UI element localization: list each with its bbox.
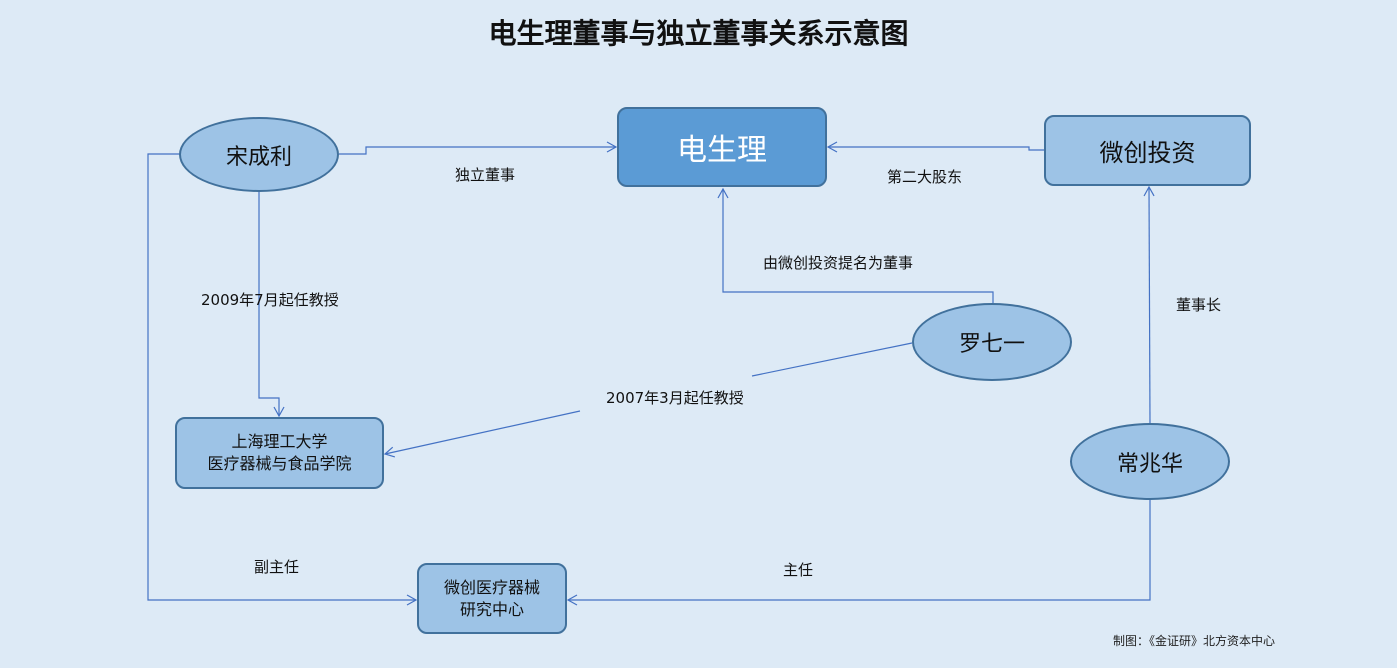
node-weichuang-investment: 微创投资 [1044,115,1251,186]
node-dianshengli: 电生理 [617,107,827,187]
node-research-center: 微创医疗器械 研究中心 [417,563,567,634]
edge-luo-to-shanghai [751,342,913,377]
node-song-chengli: 宋成利 [179,117,339,192]
edge-label-director: 主任 [783,561,814,579]
node-luo-qiyi-label: 罗七一 [958,332,1025,357]
edge-luo-to-shanghai-lower [383,410,581,458]
node-weichuang-investment-label: 微创投资 [1099,139,1196,167]
node-chang-zhaohua: 常兆华 [1070,423,1230,500]
node-song-chengli-label: 宋成利 [225,144,292,170]
edge-weichuang-to-dianshengli [826,141,1044,153]
edge-chang-to-research [566,500,1151,606]
diagram-title: 电生理董事与独立董事关系示意图 [488,17,909,50]
edge-label-second-shareholder: 第二大股东 [887,168,963,186]
edge-label-independent-director: 独立董事 [455,166,516,184]
node-luo-qiyi: 罗七一 [912,303,1072,381]
node-shanghai-university: 上海理工大学 医疗器械与食品学院 [175,417,384,489]
edge-chang-to-weichuang [1143,185,1155,424]
edge-song-to-shanghai [258,192,285,418]
footer-credit: 制图：《金证研》北方资本中心 [1113,634,1276,648]
edge-song-to-dianshengli [339,141,618,155]
edge-label-nominated-director: 由微创投资提名为董事 [763,254,914,272]
node-dianshengli-label: 电生理 [677,133,767,168]
edge-label-deputy-director: 副主任 [254,558,300,576]
node-research-center-line2: 研究中心 [459,599,524,619]
node-shanghai-university-line2: 医疗器械与食品学院 [207,454,352,473]
node-shanghai-university-line1: 上海理工大学 [231,432,328,451]
node-chang-zhaohua-label: 常兆华 [1116,451,1183,477]
edge-label-professor-2009: 2009年7月起任教授 [201,291,339,309]
edge-label-professor-2007: 2007年3月起任教授 [606,389,744,407]
edge-label-chairman: 董事长 [1176,296,1222,314]
node-research-center-line1: 微创医疗器械 [443,577,540,597]
edge-song-to-research [147,153,418,606]
edge-luo-to-dianshengli [717,187,994,303]
